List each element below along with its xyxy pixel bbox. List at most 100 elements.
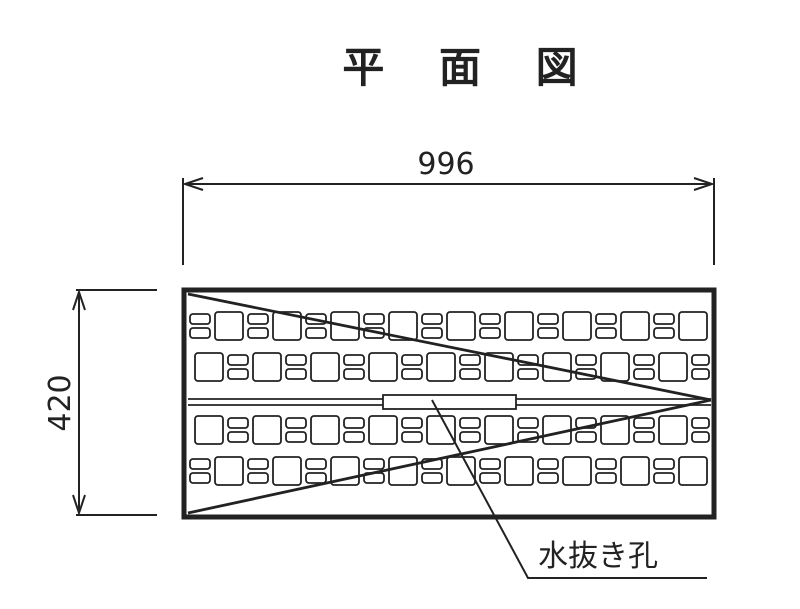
block-cell	[310, 415, 340, 445]
block-cell	[595, 458, 617, 470]
block-cell	[401, 354, 423, 366]
block-cell	[214, 456, 244, 486]
block-cell	[227, 354, 249, 366]
block-cell	[484, 352, 514, 382]
block-cell	[189, 327, 211, 339]
block-cell	[426, 352, 456, 382]
block-cell	[484, 415, 514, 445]
block-cell	[658, 352, 688, 382]
block-cell	[368, 352, 398, 382]
block-cell	[459, 431, 481, 443]
block-cell	[305, 327, 327, 339]
block-cell	[310, 352, 340, 382]
height-arrow-top	[72, 288, 86, 311]
slope-line-upper	[187, 292, 712, 402]
block-cell	[658, 415, 688, 445]
slope-lines	[187, 292, 712, 515]
block-cell	[600, 415, 630, 445]
block-cell	[595, 472, 617, 484]
width-arrow-left	[181, 177, 204, 191]
block-cell	[504, 456, 534, 486]
block-cell	[595, 313, 617, 325]
block-cell	[653, 472, 675, 484]
block-cell	[305, 472, 327, 484]
block-cell	[600, 352, 630, 382]
block-cell	[227, 368, 249, 380]
block-cell	[388, 456, 418, 486]
block-cell	[595, 327, 617, 339]
block-cell	[421, 313, 443, 325]
height-dimension-label: 420	[43, 374, 78, 431]
block-cell	[537, 327, 559, 339]
block-cell	[252, 352, 282, 382]
height-dimension	[72, 288, 157, 517]
block-cell	[330, 456, 360, 486]
block-cell	[479, 472, 501, 484]
block-cell	[653, 327, 675, 339]
block-cell	[678, 456, 708, 486]
block-cell	[247, 472, 269, 484]
callout-leader-line	[431, 399, 707, 579]
block-cell	[562, 311, 592, 341]
block-cell	[633, 354, 655, 366]
block-cell	[330, 311, 360, 341]
slope-line-lower	[187, 398, 712, 515]
block-cell	[517, 417, 539, 429]
block-cell	[363, 313, 385, 325]
block-cell	[388, 311, 418, 341]
block-outline	[181, 287, 717, 520]
block-cell	[691, 354, 710, 366]
block-cell	[305, 458, 327, 470]
block-cell	[194, 352, 224, 382]
block-cell	[426, 415, 456, 445]
block-cell	[633, 417, 655, 429]
block-cell	[517, 368, 539, 380]
width-arrow-right	[693, 177, 716, 191]
block-cell	[189, 472, 211, 484]
block-pattern	[189, 311, 710, 486]
block-cell	[368, 415, 398, 445]
drain-hole	[382, 394, 517, 410]
block-cell	[401, 417, 423, 429]
block-cell	[247, 327, 269, 339]
block-cell	[479, 458, 501, 470]
block-cell	[459, 354, 481, 366]
block-cell	[620, 456, 650, 486]
block-cell	[401, 368, 423, 380]
block-cell	[343, 417, 365, 429]
block-cell	[285, 354, 307, 366]
block-cell	[285, 417, 307, 429]
block-cell	[285, 368, 307, 380]
block-cell	[459, 417, 481, 429]
block-cell	[401, 431, 423, 443]
block-cell	[247, 313, 269, 325]
block-cell	[653, 458, 675, 470]
block-cell	[343, 368, 365, 380]
width-dimension	[181, 177, 716, 265]
block-cell	[343, 354, 365, 366]
block-cell	[653, 313, 675, 325]
block-cell	[633, 431, 655, 443]
block-cell	[343, 431, 365, 443]
block-cell	[421, 327, 443, 339]
block-cell	[189, 313, 211, 325]
block-cell	[247, 458, 269, 470]
height-arrow-bottom	[72, 494, 86, 517]
block-cell	[194, 415, 224, 445]
block-cell	[678, 311, 708, 341]
block-cell	[691, 431, 710, 443]
block-cell	[421, 472, 443, 484]
block-cell	[537, 313, 559, 325]
block-cell	[446, 311, 476, 341]
block-cell	[691, 417, 710, 429]
block-cell	[691, 368, 710, 380]
block-cell	[189, 458, 211, 470]
block-cell	[272, 456, 302, 486]
block-cell	[252, 415, 282, 445]
block-cell	[227, 431, 249, 443]
block-cell	[214, 311, 244, 341]
block-cell	[562, 456, 592, 486]
block-cell	[537, 458, 559, 470]
block-cell	[227, 417, 249, 429]
block-cell	[363, 458, 385, 470]
